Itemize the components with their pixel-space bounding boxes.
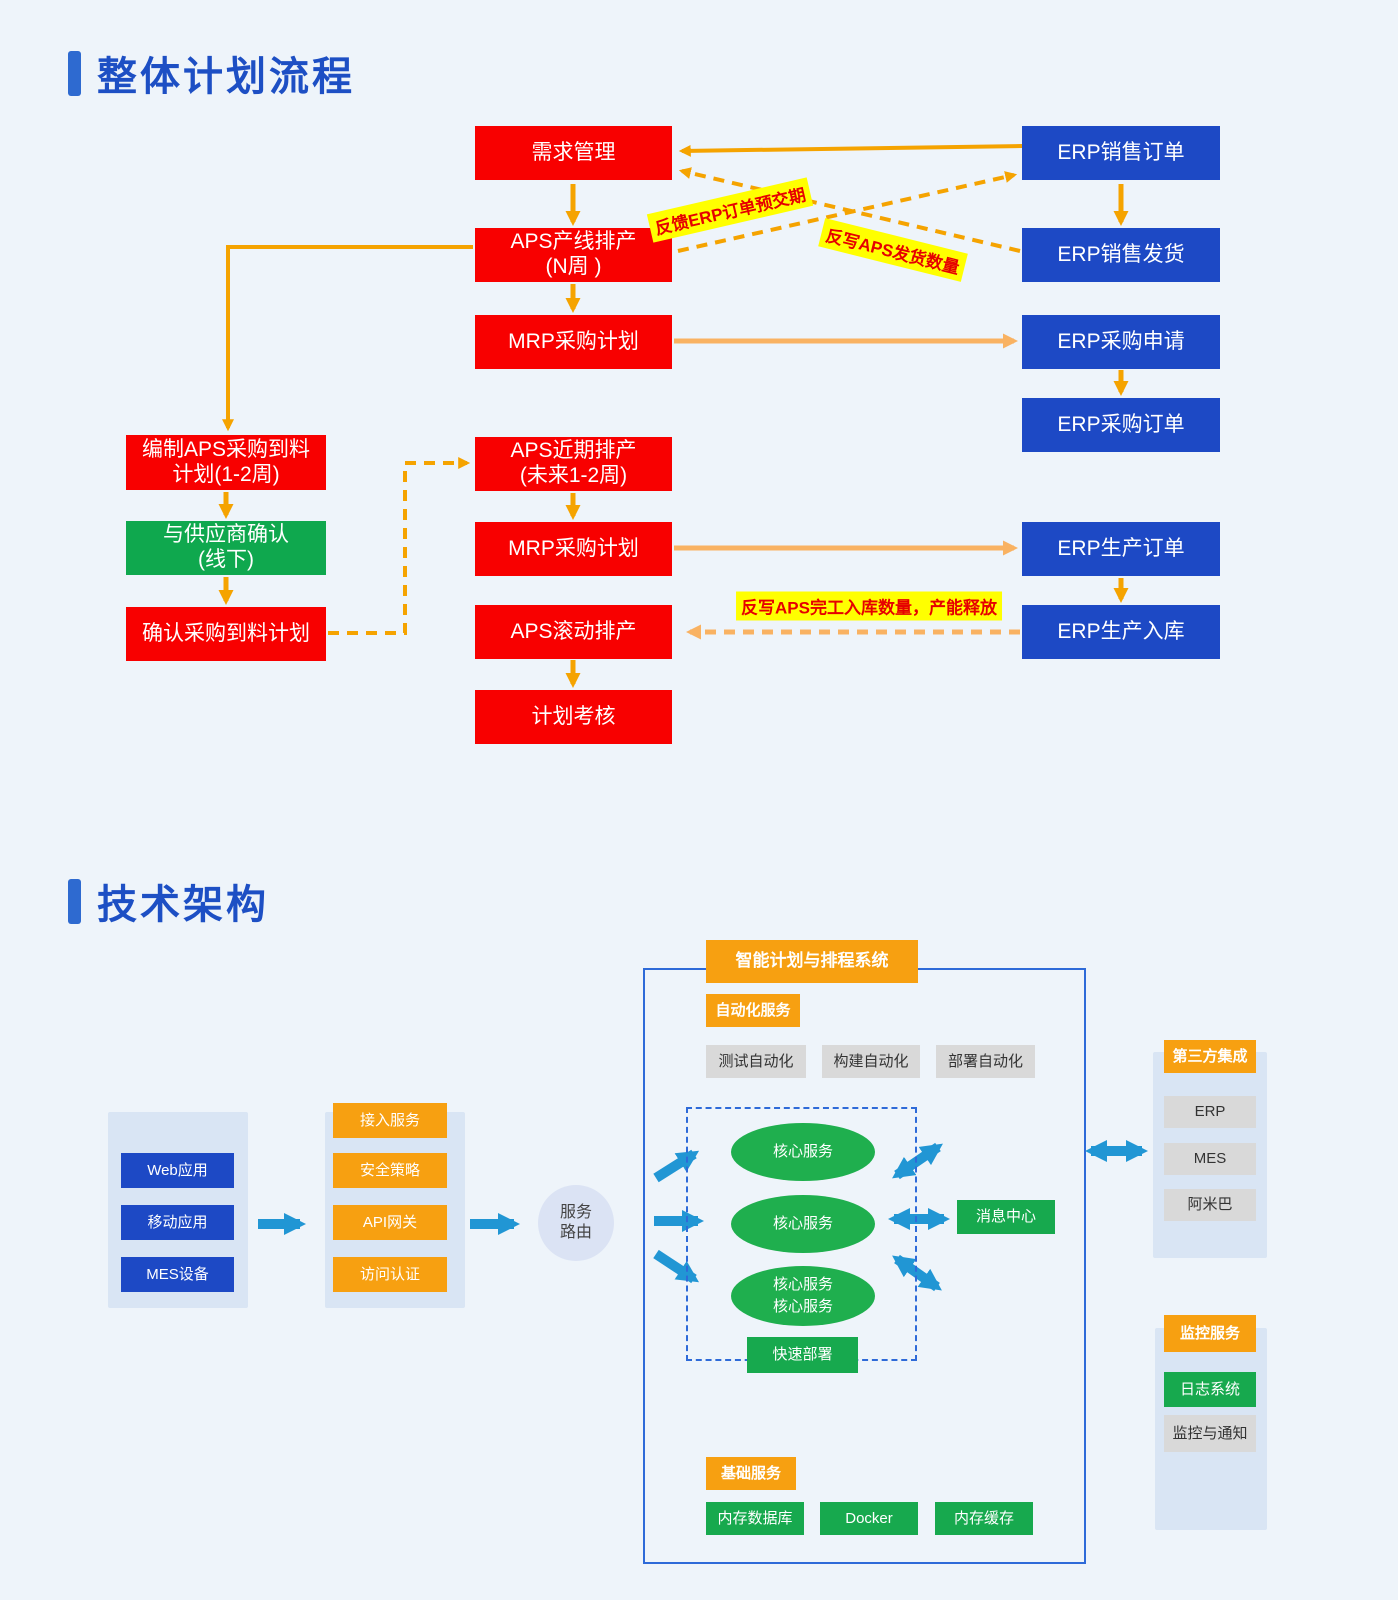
mes-device: MES设备	[121, 1257, 234, 1292]
aps-line-scheduling: APS产线排产 (N周 )	[475, 228, 672, 282]
erp-sales-order: ERP销售订单	[1022, 126, 1220, 180]
test-automation: 测试自动化	[706, 1045, 806, 1078]
quick-deploy: 快速部署	[747, 1337, 858, 1373]
arrow-core1-to-message	[892, 1142, 943, 1180]
memory-cache: 内存缓存	[935, 1502, 1033, 1535]
confirm-material-plan: 确认采购到料计划	[126, 607, 326, 661]
amoeba: 阿米巴	[1164, 1189, 1256, 1221]
planning-title-text: 整体计划流程	[97, 55, 355, 99]
arrow-line-to-compile	[222, 245, 473, 432]
callout-writeback-inbound-qty: 反写APS完工入库数量，产能释放	[736, 591, 1002, 621]
erp: ERP	[1164, 1096, 1256, 1128]
aps-rolling-scheduling: APS滚动排产	[475, 605, 672, 659]
aps-system-title: 智能计划与排程系统	[706, 940, 918, 983]
core-service-3: 核心服务 核心服务	[731, 1266, 875, 1326]
confirm-with-supplier: 与供应商确认 (线下)	[126, 521, 326, 575]
arrow-delivery-to-demand-dashed	[678, 167, 1021, 253]
compile-aps-material-plan: 编制APS采购到料 计划(1-2周)	[126, 435, 326, 490]
erp-sales-delivery: ERP销售发货	[1022, 228, 1220, 282]
build-automation: 构建自动化	[822, 1045, 920, 1078]
plan-assessment: 计划考核	[475, 690, 672, 744]
access-auth: 访问认证	[333, 1257, 447, 1292]
erp-purchase-request: ERP采购申请	[1022, 315, 1220, 369]
core-service-2: 核心服务	[731, 1195, 875, 1253]
erp-production-inbound: ERP生产入库	[1022, 605, 1220, 659]
erp-purchase-order: ERP采购订单	[1022, 398, 1220, 452]
docker: Docker	[820, 1502, 918, 1535]
automation-service: 自动化服务	[706, 994, 800, 1027]
memory-database: 内存数据库	[706, 1502, 804, 1535]
arrow-sales-order-to-demand	[678, 144, 1023, 157]
mrp-purchase-plan-1: MRP采购计划	[475, 315, 672, 369]
mobile-app: 移动应用	[121, 1205, 234, 1240]
aps-near-term-scheduling: APS近期排产 (未来1-2周)	[475, 437, 672, 491]
api-gateway: API网关	[333, 1205, 447, 1240]
third-party-title: 第三方集成	[1164, 1040, 1256, 1073]
title-bar-icon	[68, 878, 81, 924]
arrow-confirm-to-near-dashed	[328, 457, 471, 635]
monitor-notify: 监控与通知	[1164, 1415, 1256, 1452]
mes: MES	[1164, 1143, 1256, 1175]
arrow-core3-to-message	[892, 1254, 942, 1292]
security-policy: 安全策略	[333, 1153, 447, 1188]
mrp-purchase-plan-2: MRP采购计划	[475, 522, 672, 576]
section-title-architecture: 技术架构	[68, 872, 269, 930]
section-title-planning: 整体计划流程	[68, 44, 355, 102]
deploy-automation: 部署自动化	[936, 1045, 1035, 1078]
basic-service: 基础服务	[706, 1457, 796, 1490]
architecture-title-text: 技术架构	[97, 883, 269, 927]
demand-mgmt: 需求管理	[475, 126, 672, 180]
arrow-line-to-sales-order-dashed	[677, 171, 1018, 253]
access-service: 接入服务	[333, 1103, 447, 1138]
log-system: 日志系统	[1164, 1372, 1256, 1407]
message-center: 消息中心	[957, 1200, 1055, 1234]
monitor-title: 监控服务	[1164, 1315, 1256, 1352]
service-router: 服务 路由	[538, 1185, 614, 1261]
title-bar-icon	[68, 50, 81, 96]
erp-production-order: ERP生产订单	[1022, 522, 1220, 576]
web-app: Web应用	[121, 1153, 234, 1188]
core-service-1: 核心服务	[731, 1123, 875, 1181]
